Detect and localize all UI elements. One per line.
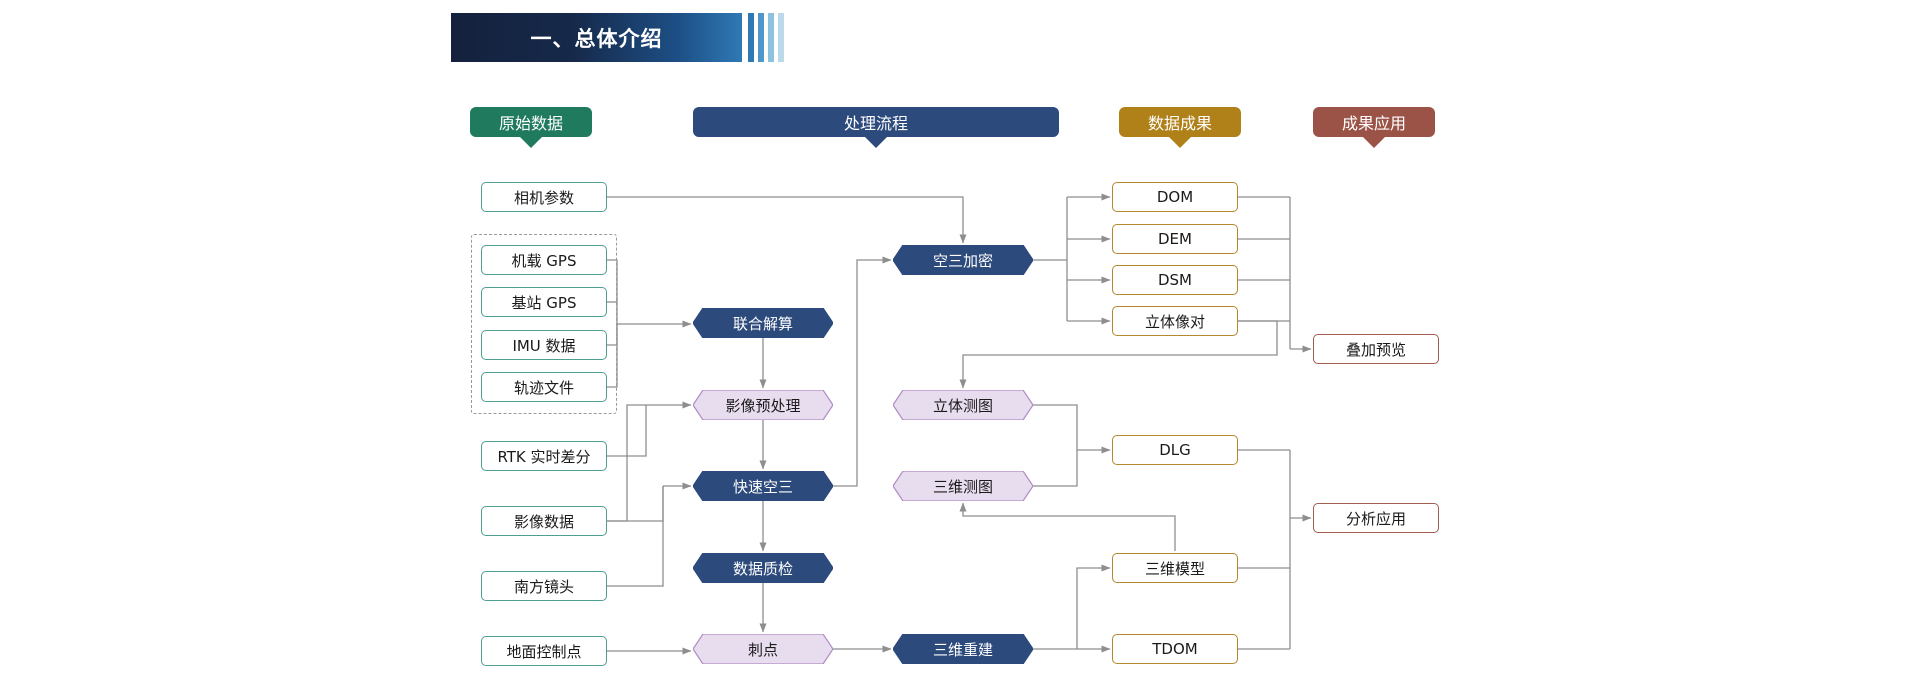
result-node-tdom[interactable]: TDOM xyxy=(1112,634,1238,664)
node-label: 数据质检 xyxy=(732,559,793,578)
banner-bar-1 xyxy=(748,13,754,62)
section-header-raw: 原始数据 xyxy=(470,107,592,148)
node-label: 三维测图 xyxy=(932,477,993,496)
page-title: 一、总体介绍 xyxy=(530,26,663,51)
section-header-pointer xyxy=(1169,137,1191,148)
raw-node-imu[interactable]: IMU 数据 xyxy=(481,330,607,360)
raw-node-trk[interactable]: 轨迹文件 xyxy=(481,372,607,402)
node-label: 刺点 xyxy=(747,640,778,659)
node-label: TDOM xyxy=(1152,640,1198,658)
node-label: 叠加预览 xyxy=(1345,340,1406,359)
result-node-dlg[interactable]: DLG xyxy=(1112,435,1238,465)
node-shape xyxy=(893,390,1033,420)
node-label: 立体像对 xyxy=(1144,312,1205,331)
section-header-pointer xyxy=(1363,137,1385,148)
section-header-label: 数据成果 xyxy=(1147,114,1212,133)
section-header-apply: 成果应用 xyxy=(1313,107,1435,148)
node-label: 影像预处理 xyxy=(725,396,801,415)
section-header-result: 数据成果 xyxy=(1119,107,1241,148)
section-header-label: 成果应用 xyxy=(1341,114,1406,133)
node-label: 相机参数 xyxy=(513,188,574,207)
node-label: 立体测图 xyxy=(932,396,993,415)
raw-node-cam[interactable]: 相机参数 xyxy=(481,182,607,212)
result-node-dsm[interactable]: DSM xyxy=(1112,265,1238,295)
process-node-qc[interactable]: 数据质检 xyxy=(693,553,833,583)
node-shape xyxy=(693,553,833,583)
raw-data-group-box xyxy=(471,234,617,414)
node-label: 机载 GPS xyxy=(511,251,577,270)
node-shape xyxy=(693,471,833,501)
node-shape xyxy=(893,634,1033,664)
node-label: 南方镜头 xyxy=(513,577,574,596)
result-node-pair[interactable]: 立体像对 xyxy=(1112,306,1238,336)
process-node-rec3d[interactable]: 三维重建 xyxy=(893,634,1033,664)
banner-bar-4 xyxy=(778,13,784,62)
node-label: 地面控制点 xyxy=(506,642,582,661)
node-label: DSM xyxy=(1157,271,1192,289)
raw-node-gcp[interactable]: 地面控制点 xyxy=(481,636,607,666)
node-shape xyxy=(693,308,833,338)
process-node-fast[interactable]: 快速空三 xyxy=(693,471,833,501)
node-label: 轨迹文件 xyxy=(513,378,574,397)
banner-bar-2 xyxy=(758,13,764,62)
node-label: 三维重建 xyxy=(932,640,993,659)
node-shape xyxy=(693,390,833,420)
process-node-aero[interactable]: 空三加密 xyxy=(893,245,1033,275)
raw-node-bgps[interactable]: 基站 GPS xyxy=(481,287,607,317)
apply-node-analyze[interactable]: 分析应用 xyxy=(1313,503,1439,533)
banner-body: 一、总体介绍 xyxy=(451,13,742,62)
result-node-dem[interactable]: DEM xyxy=(1112,224,1238,254)
node-label: 空三加密 xyxy=(932,251,993,270)
node-label: DOM xyxy=(1156,188,1194,206)
raw-node-agps[interactable]: 机载 GPS xyxy=(481,245,607,275)
node-label: 快速空三 xyxy=(732,477,793,496)
section-header-pointer xyxy=(865,137,887,148)
result-node-mod3d[interactable]: 三维模型 xyxy=(1112,553,1238,583)
process-node-joint[interactable]: 联合解算 xyxy=(693,308,833,338)
section-banner: 一、总体介绍 xyxy=(451,13,788,62)
node-label: RTK 实时差分 xyxy=(497,447,591,466)
node-label: DEM xyxy=(1158,230,1192,248)
node-label: DLG xyxy=(1159,441,1191,459)
process-node-stmap[interactable]: 立体测图 xyxy=(893,390,1033,420)
raw-node-rtk[interactable]: RTK 实时差分 xyxy=(481,441,607,471)
section-header-label: 处理流程 xyxy=(843,114,908,133)
raw-node-img[interactable]: 影像数据 xyxy=(481,506,607,536)
node-label: 联合解算 xyxy=(732,314,793,333)
banner-bar-3 xyxy=(768,13,774,62)
node-label: 分析应用 xyxy=(1345,509,1406,528)
section-header-process: 处理流程 xyxy=(693,107,1059,148)
apply-node-overlay[interactable]: 叠加预览 xyxy=(1313,334,1439,364)
node-shape xyxy=(893,471,1033,501)
node-label: 三维模型 xyxy=(1144,559,1205,578)
raw-node-lens[interactable]: 南方镜头 xyxy=(481,571,607,601)
result-node-dom[interactable]: DOM xyxy=(1112,182,1238,212)
node-label: 基站 GPS xyxy=(511,293,577,312)
section-header-label: 原始数据 xyxy=(498,114,563,133)
process-node-pick[interactable]: 刺点 xyxy=(693,634,833,664)
banner-bar-group xyxy=(748,13,788,62)
node-shape xyxy=(893,245,1033,275)
process-node-preproc[interactable]: 影像预处理 xyxy=(693,390,833,420)
section-header-pointer xyxy=(520,137,542,148)
node-label: 影像数据 xyxy=(513,512,574,531)
process-node-map3d[interactable]: 三维测图 xyxy=(893,471,1033,501)
node-label: IMU 数据 xyxy=(512,336,576,355)
node-shape xyxy=(693,634,833,664)
